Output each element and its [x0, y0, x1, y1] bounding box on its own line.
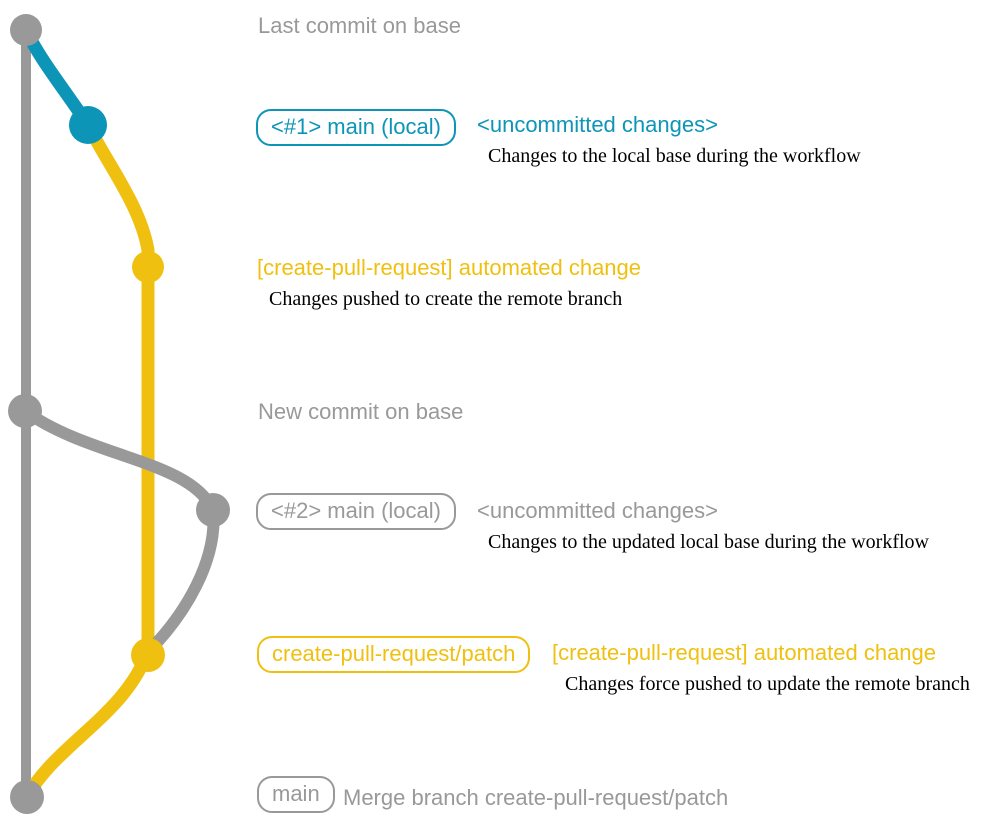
commit-node-force-push [131, 638, 165, 672]
automated-change-2-heading: [create-pull-request] automated change [552, 640, 937, 665]
new-commit-on-base-title: New commit on base [258, 399, 464, 424]
last-commit-on-base-title: Last commit on base [258, 13, 461, 38]
uncommitted-changes-2-heading: <uncommitted changes> [477, 498, 718, 523]
main-badge: main [257, 776, 335, 813]
merge-branch-title: Merge branch create-pull-request/patch [343, 785, 729, 810]
commit-node-new-commit-on-base [8, 394, 42, 428]
automated-change-1-note: Changes pushed to create the remote bran… [269, 288, 623, 310]
create-pull-request-patch-badge: create-pull-request/patch [257, 636, 531, 673]
main-local-1-badge: <#1> main (local) [256, 109, 456, 146]
git-graph [8, 14, 230, 814]
commit-node-last-commit-on-base [10, 14, 42, 46]
uncommitted-changes-1-note: Changes to the local base during the wor… [488, 145, 861, 167]
automated-change-1-heading: [create-pull-request] automated change [257, 255, 642, 280]
main-local-2-branch-line [21, 406, 220, 658]
create-pull-request-branch-line [82, 122, 155, 655]
uncommitted-changes-2-note: Changes to the updated local base during… [488, 531, 929, 553]
commit-node-merge [10, 780, 44, 814]
main-local-2-badge: <#2> main (local) [256, 493, 456, 530]
uncommitted-changes-1-heading: <uncommitted changes> [477, 112, 718, 137]
automated-change-2-note: Changes force pushed to update the remot… [565, 673, 970, 695]
commit-node-automated-change [132, 251, 164, 283]
commit-node-main-local-2 [196, 493, 230, 527]
commit-node-main-local-1 [69, 106, 107, 144]
merge-branch-line [21, 650, 154, 801]
